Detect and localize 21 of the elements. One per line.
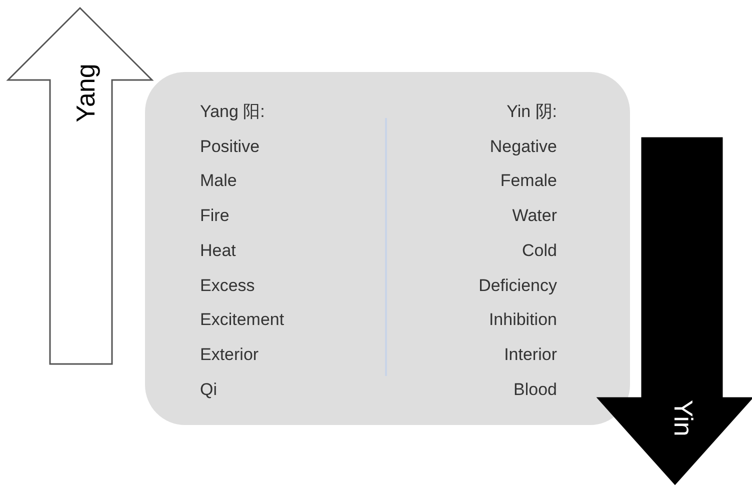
list-item: Blood — [514, 380, 557, 400]
list-item: Inhibition — [488, 310, 557, 330]
list-item: Heat — [200, 240, 236, 261]
list-item: Water — [512, 206, 557, 226]
arrow-label: Yin — [668, 400, 698, 436]
column-heading: Yang 阳: — [200, 102, 265, 122]
list-item: Cold — [522, 240, 557, 261]
list-item: Excess — [200, 276, 255, 296]
list-item: Exterior — [200, 344, 259, 365]
list-item: Qi — [200, 380, 217, 400]
list-item: Deficiency — [478, 276, 557, 296]
arrow-label: Yang — [70, 64, 100, 122]
list-item: Male — [200, 171, 237, 192]
list-item: Fire — [200, 206, 230, 226]
column-heading: Yin 阴: — [506, 102, 557, 122]
list-item: Female — [500, 171, 557, 192]
rounded-panel — [145, 72, 630, 425]
list-item: Interior — [504, 344, 557, 365]
list-item: Negative — [490, 136, 557, 157]
list-item: Positive — [200, 136, 260, 157]
list-item: Excitement — [200, 310, 284, 330]
